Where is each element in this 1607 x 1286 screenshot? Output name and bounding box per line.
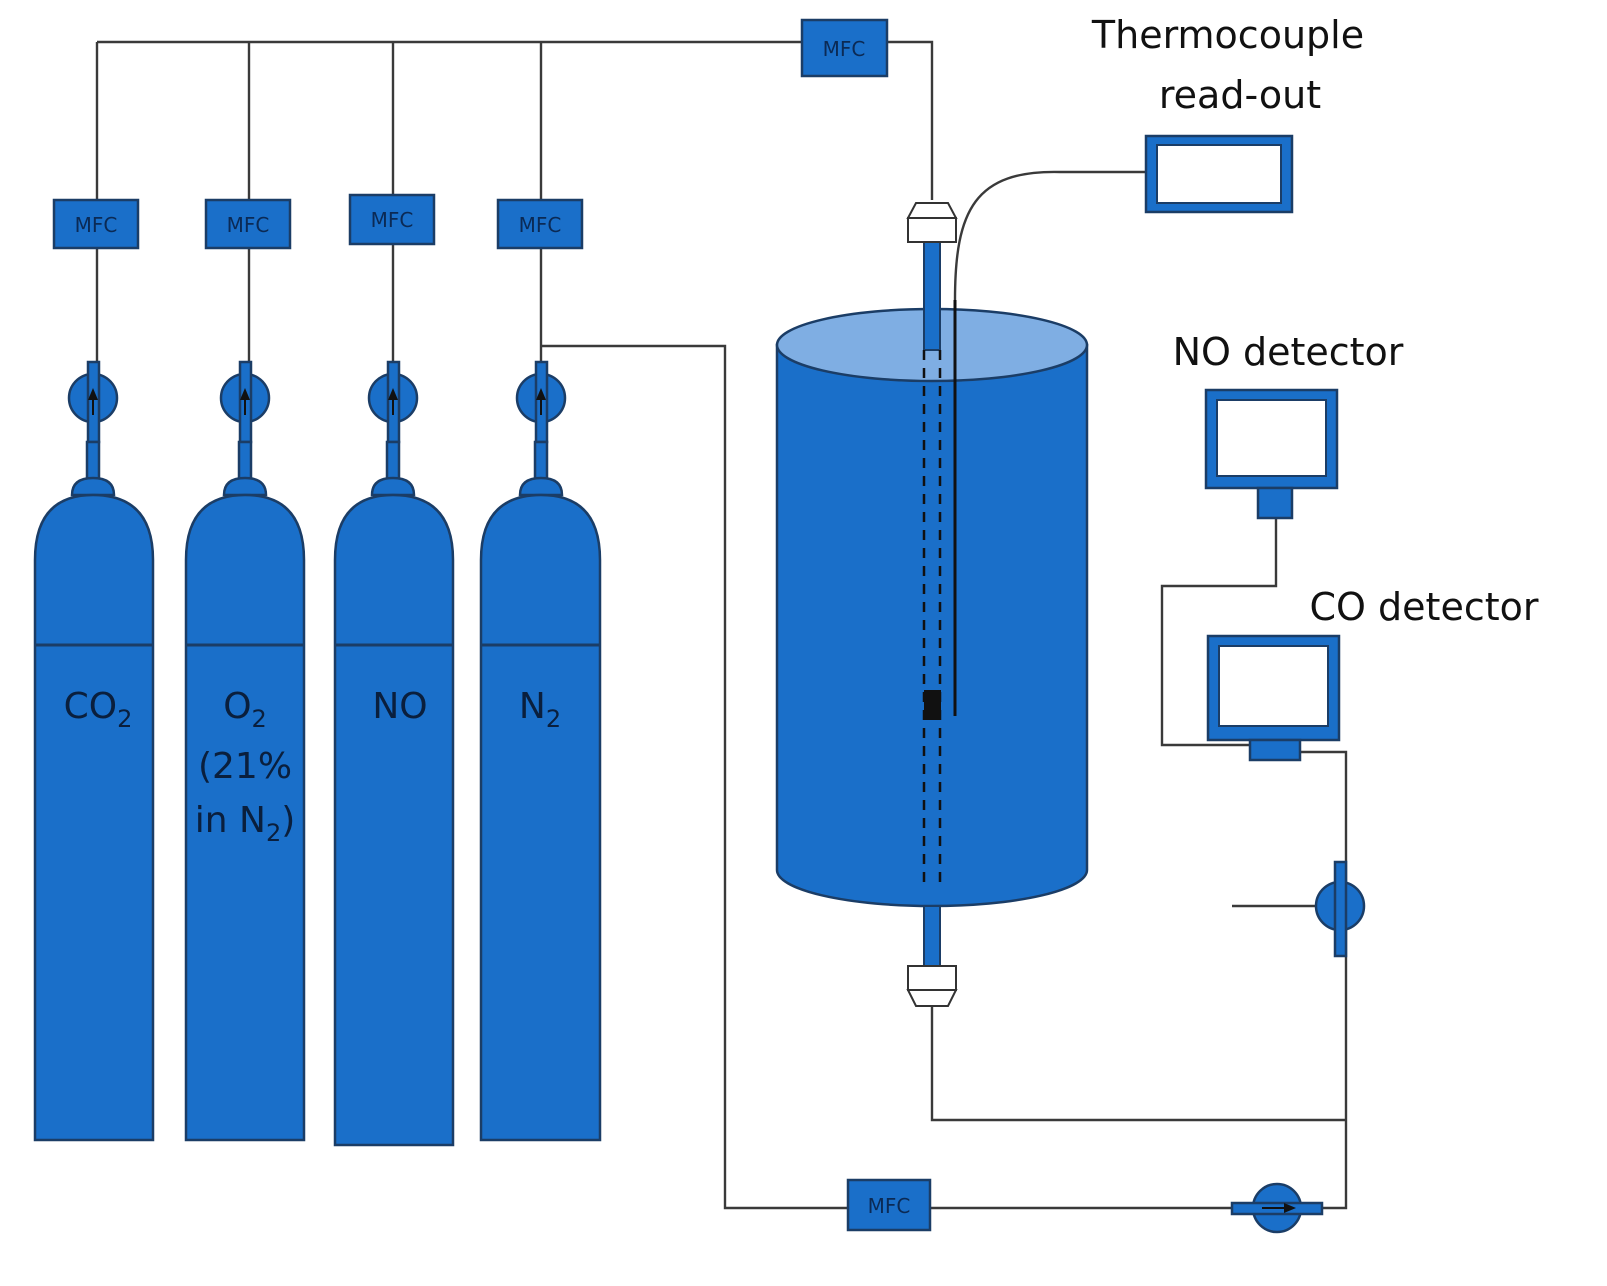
monitor-icon (1206, 634, 1341, 762)
gas-cylinder-o2: O2 (21% in N2) (184, 440, 306, 1142)
mfc-box-top: MFC (800, 18, 889, 78)
cylinder-gas-subscript: 2 (252, 705, 267, 733)
thermocouple-label-line2: read-out (1159, 73, 1321, 117)
gas-cylinder-n2: N2 (479, 440, 602, 1142)
valve-icon (515, 360, 567, 444)
inlet-fitting (906, 202, 958, 243)
no-detector: NO detector (1173, 330, 1404, 520)
monitor-icon (1144, 134, 1294, 214)
svg-text:CO2: CO2 (64, 686, 133, 733)
cylinder-gas-label: CO (64, 686, 117, 727)
svg-text:in N2): in N2) (195, 800, 296, 847)
svg-text:N2: N2 (519, 686, 561, 733)
mfc-label: MFC (519, 213, 562, 237)
cylinder-gas-subscript: 2 (546, 705, 561, 733)
mfc-label: MFC (371, 208, 414, 232)
thermocouple-label-line1: Thermocouple (1091, 13, 1364, 57)
mfc-box-bottom: MFC (846, 1178, 932, 1232)
outlet-fitting (906, 965, 958, 1007)
mfc-label: MFC (868, 1194, 911, 1218)
valve-icon (1230, 1182, 1324, 1234)
cylinder-gas-label: NO (372, 686, 427, 727)
gas-manifold-lines (95, 40, 1348, 1210)
mfc-box-co2: MFC (52, 198, 140, 250)
monitor-icon (1204, 388, 1339, 520)
thermocouple-readout: Thermocouple read-out (1091, 13, 1364, 214)
reactor-vessel (775, 202, 1089, 1007)
co-detector: CO detector (1206, 585, 1539, 762)
cylinder-gas-subscript: 2 (117, 705, 132, 733)
valve-icon (367, 360, 419, 444)
cylinder-extra-line2-suffix: ) (281, 800, 295, 841)
mfc-box-n2: MFC (496, 198, 584, 250)
mfc-box-o2: MFC (204, 198, 292, 250)
mfc-label: MFC (823, 37, 866, 61)
gas-cylinder-no: NO (333, 440, 455, 1147)
mfc-box-no: MFC (348, 193, 436, 246)
mfc-boxes: MFC MFC MFC MFC MFC MFC (52, 18, 932, 1232)
co-detector-label: CO detector (1310, 585, 1539, 629)
gas-cylinders: CO2 O2 (21% in N2) NO (33, 440, 602, 1147)
cylinder-gas-label: N (519, 686, 546, 727)
mfc-label: MFC (75, 213, 118, 237)
cylinder-extra-line2-subscript: 2 (266, 819, 281, 847)
valve-icon (1314, 860, 1366, 958)
mfc-label: MFC (227, 213, 270, 237)
svg-text:O2: O2 (223, 686, 267, 733)
cylinder-gas-label: O (223, 686, 251, 727)
valve-icon (67, 360, 119, 444)
no-detector-label: NO detector (1173, 330, 1404, 374)
cylinder-extra-line2: in N (195, 800, 266, 841)
gas-cylinder-co2: CO2 (33, 440, 155, 1142)
catalyst-sample (924, 690, 941, 720)
valve-icon (219, 360, 271, 444)
cylinder-valves (67, 360, 567, 444)
cylinder-extra-line1: (21% (198, 746, 292, 787)
